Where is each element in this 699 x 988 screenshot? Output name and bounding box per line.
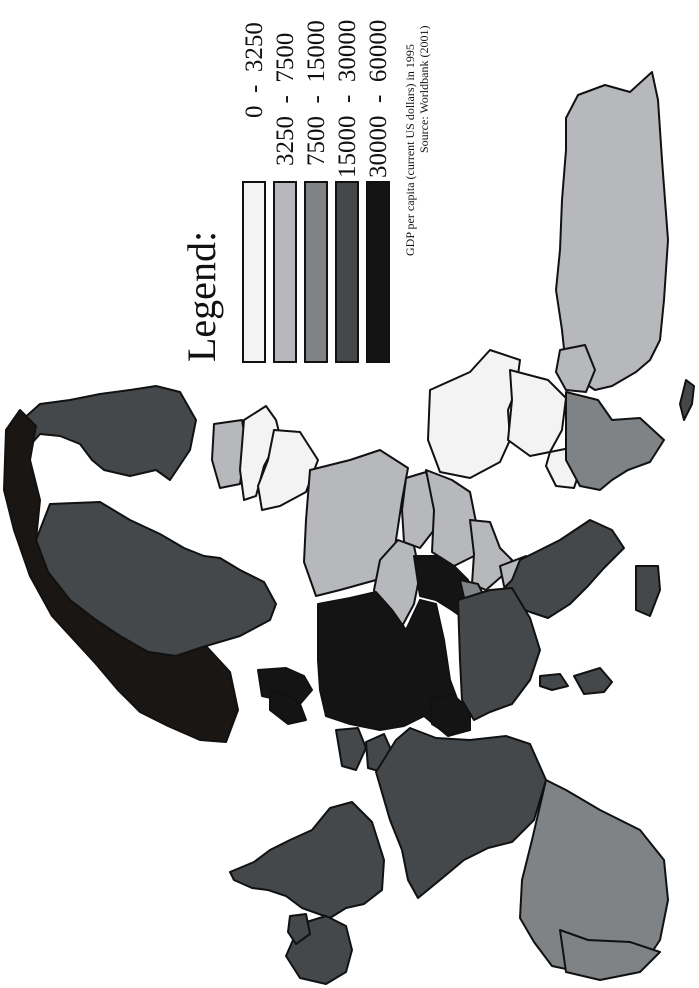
country-romania: [507, 369, 567, 457]
country-turkey: [565, 391, 665, 491]
country-norway: [3, 409, 239, 743]
country-lithuania: [257, 429, 319, 511]
country-netherlands: [335, 727, 367, 771]
legend-caption: GDP per capita (current US dollars) in 1…: [403, 44, 417, 256]
legend: Legend: 0 - 3250 3250 - 7500 7500 - 1500…: [179, 20, 431, 363]
legend-label-4: 30000 - 60000: [365, 20, 392, 178]
country-belarus: [555, 344, 596, 393]
country-italy: [457, 587, 541, 721]
legend-label-0: 0 - 3250: [241, 22, 268, 118]
country-gotland: [269, 689, 307, 725]
country-n-ireland: [287, 913, 311, 945]
country-corsica: [539, 673, 569, 691]
country-russia: [555, 71, 669, 391]
legend-label-3: 15000 - 30000: [334, 20, 361, 178]
legend-swatch-2: [304, 181, 328, 363]
country-estonia: [211, 419, 247, 489]
country-cyprus: [679, 379, 695, 421]
country-ukraine: [427, 349, 521, 479]
legend-swatch-3: [335, 181, 359, 363]
country-france: [375, 727, 547, 899]
country-switzerland: [429, 693, 471, 735]
legend-label-2: 7500 - 15000: [303, 20, 330, 166]
countries: [3, 71, 695, 985]
country-latvia: [239, 405, 281, 501]
legend-title: Legend:: [179, 231, 224, 362]
legend-source: Source: Worldbank (2001): [417, 26, 431, 153]
legend-swatch-4: [366, 181, 390, 363]
legend-swatch-1: [273, 181, 297, 363]
country-portugal: [559, 929, 661, 981]
legend-swatch-0: [242, 181, 266, 363]
country-crete: [635, 565, 661, 617]
country-hungary: [425, 469, 477, 567]
legend-label-1: 3250 - 7500: [272, 33, 299, 166]
country-uk: [229, 801, 385, 919]
country-finland: [21, 385, 197, 481]
country-sardinia: [573, 667, 613, 695]
